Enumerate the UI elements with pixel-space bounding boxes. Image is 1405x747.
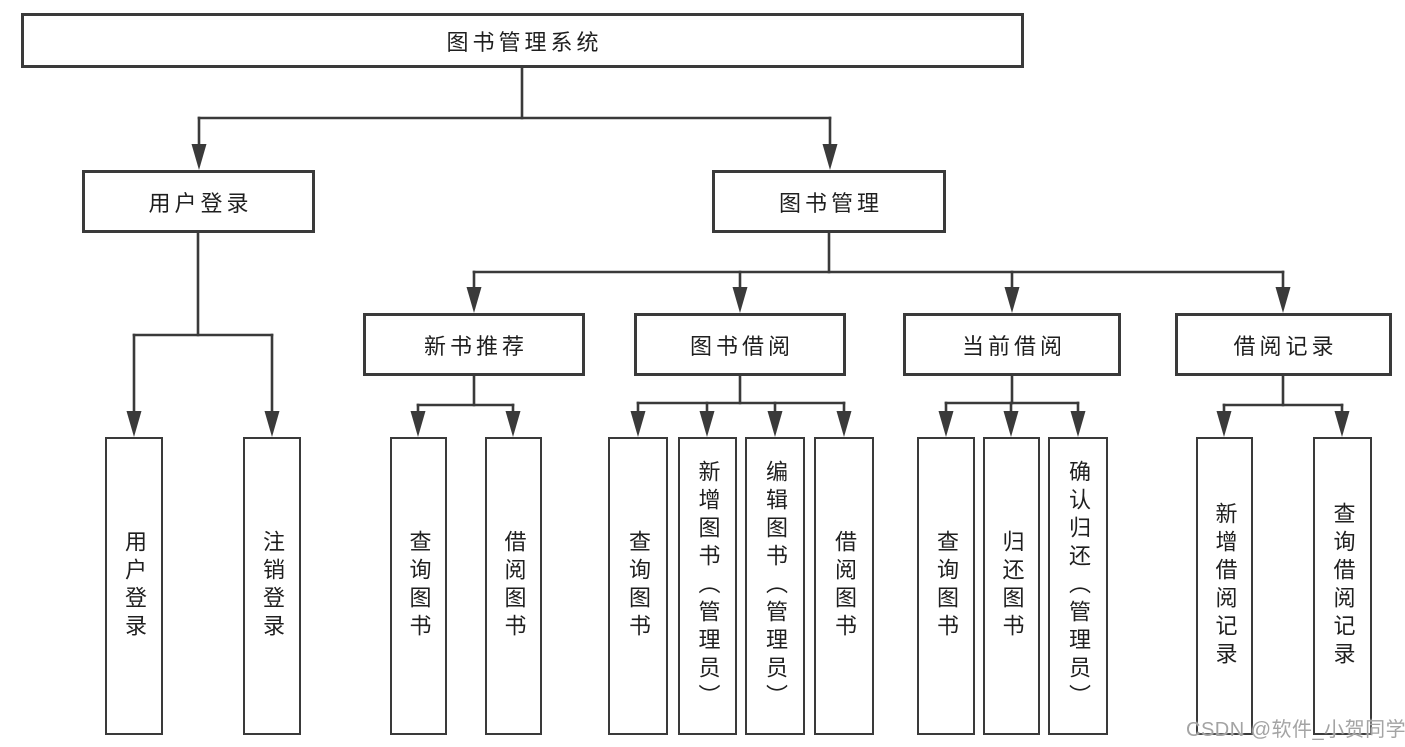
node-current-borrowing: 当前借阅 bbox=[903, 313, 1121, 376]
leaf-user-login: 用户登录 bbox=[105, 437, 163, 735]
leaf-add-books-admin: 新增图书（管理员） bbox=[678, 437, 737, 735]
node-user-login: 用户登录 bbox=[82, 170, 315, 233]
leaf-query-books-current-label: 查询图书 bbox=[934, 530, 959, 642]
leaf-add-borrow-record-label: 新增借阅记录 bbox=[1212, 502, 1238, 670]
leaf-query-borrow-record-label: 查询借阅记录 bbox=[1330, 502, 1356, 670]
node-new-book-recommend: 新书推荐 bbox=[363, 313, 585, 376]
arrowheads bbox=[126, 144, 1350, 437]
node-library-system: 图书管理系统 bbox=[21, 13, 1024, 68]
leaf-add-books-admin-label: 新增图书（管理员） bbox=[695, 460, 721, 712]
leaf-query-books-recommend: 查询图书 bbox=[390, 437, 447, 735]
leaf-borrow-books: 借阅图书 bbox=[814, 437, 874, 735]
node-user-login-label: 用户登录 bbox=[148, 190, 253, 216]
leaf-edit-books-admin-label: 编辑图书（管理员） bbox=[763, 460, 788, 712]
leaf-query-books-borrow-label: 查询图书 bbox=[626, 530, 651, 642]
node-borrowing-records-label: 借阅记录 bbox=[1233, 333, 1338, 359]
leaf-query-books-borrow: 查询图书 bbox=[608, 437, 668, 735]
node-borrowing-records: 借阅记录 bbox=[1175, 313, 1392, 376]
leaf-return-books-label: 归还图书 bbox=[999, 530, 1025, 642]
node-current-borrowing-label: 当前借阅 bbox=[961, 333, 1066, 359]
leaf-confirm-return-admin-label: 确认归还（管理员） bbox=[1066, 460, 1091, 712]
leaf-borrow-books-label: 借阅图书 bbox=[832, 530, 857, 642]
node-book-management: 图书管理 bbox=[712, 170, 946, 233]
leaf-edit-books-admin: 编辑图书（管理员） bbox=[745, 437, 805, 735]
node-new-book-recommend-label: 新书推荐 bbox=[423, 333, 528, 359]
node-book-borrowing: 图书借阅 bbox=[634, 313, 846, 376]
node-library-system-label: 图书管理系统 bbox=[446, 29, 603, 55]
node-book-management-label: 图书管理 bbox=[778, 190, 883, 216]
leaf-query-borrow-record: 查询借阅记录 bbox=[1313, 437, 1372, 735]
csdn-watermark: CSDN @软件_小贺同学 bbox=[1186, 719, 1405, 741]
leaf-add-borrow-record: 新增借阅记录 bbox=[1196, 437, 1253, 735]
leaf-borrow-books-recommend-label: 借阅图书 bbox=[501, 530, 527, 642]
leaf-borrow-books-recommend: 借阅图书 bbox=[485, 437, 542, 735]
leaf-query-books-recommend-label: 查询图书 bbox=[406, 530, 432, 642]
leaf-user-login-label: 用户登录 bbox=[122, 530, 147, 642]
leaf-return-books: 归还图书 bbox=[983, 437, 1040, 735]
leaf-logout: 注销登录 bbox=[243, 437, 301, 735]
leaf-logout-label: 注销登录 bbox=[260, 530, 285, 642]
node-book-borrowing-label: 图书借阅 bbox=[689, 333, 794, 359]
leaf-query-books-current: 查询图书 bbox=[917, 437, 975, 735]
leaf-confirm-return-admin: 确认归还（管理员） bbox=[1048, 437, 1108, 735]
